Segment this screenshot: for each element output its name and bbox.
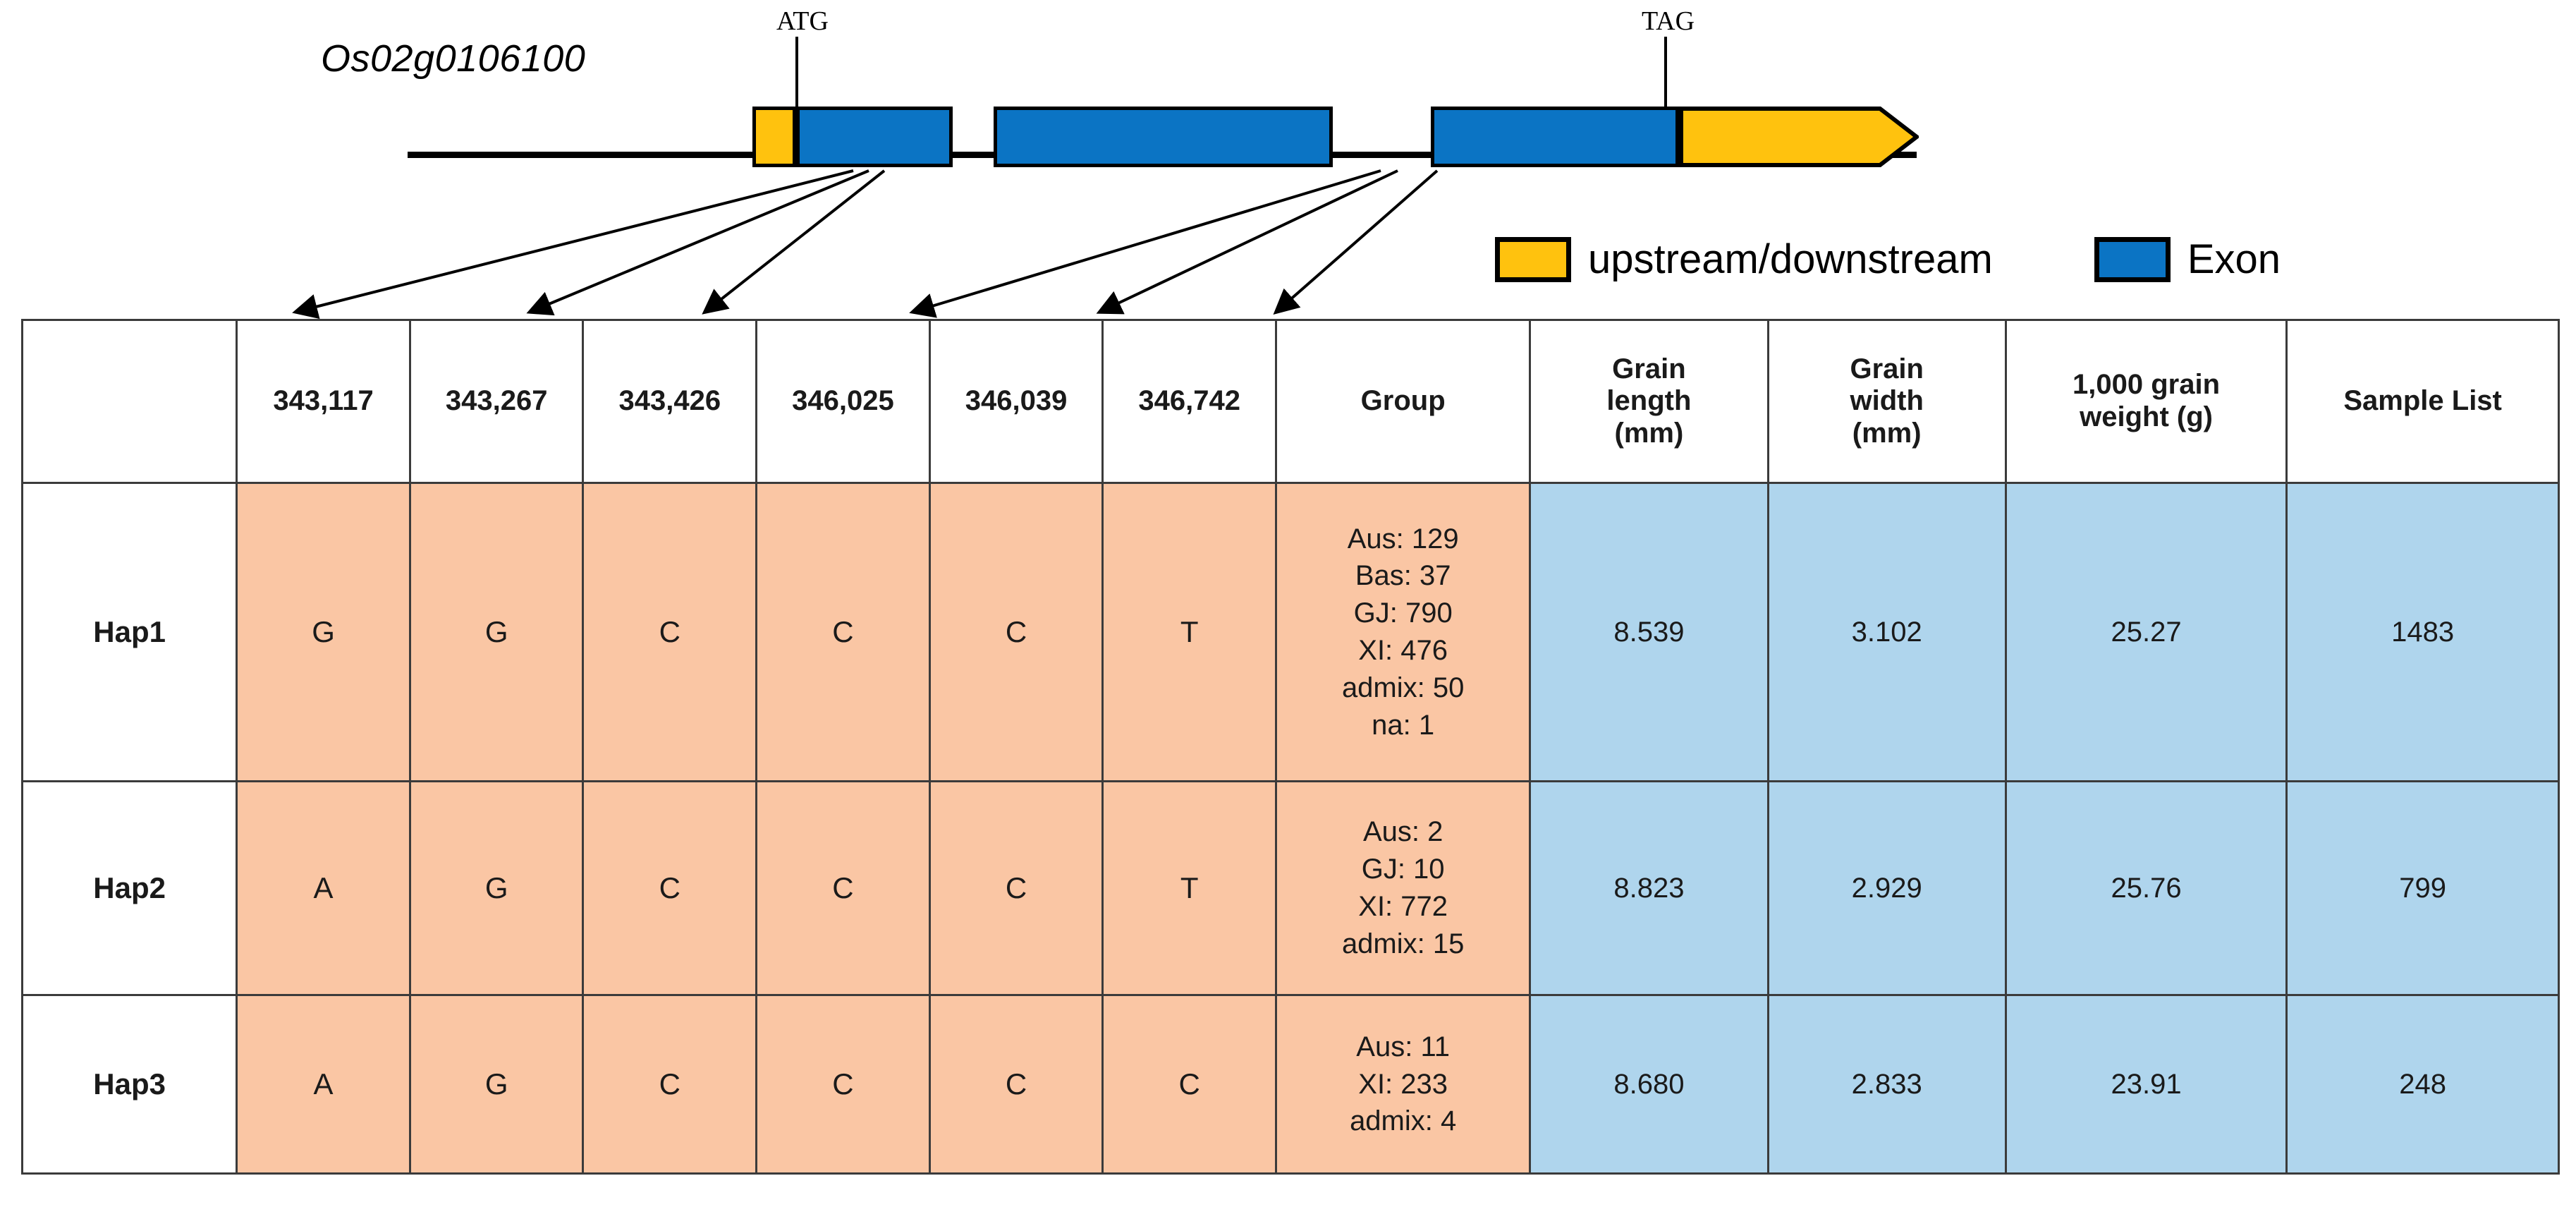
grain-length-cell: 8.539 <box>1529 482 1769 782</box>
hap-label-2: Hap2 <box>20 780 238 996</box>
exon-box-1 <box>796 107 953 167</box>
exon-box-3 <box>1431 107 1679 167</box>
yellow-square-icon <box>1495 237 1571 282</box>
allele-cell: C <box>928 780 1104 996</box>
hap-label-1: Hap1 <box>20 482 238 782</box>
allele-cell: C <box>582 780 758 996</box>
downstream-utr-arrow <box>1679 107 1919 167</box>
allele-cell: C <box>755 482 931 782</box>
upstream-utr-box <box>752 107 796 167</box>
allele-cell: G <box>408 482 585 782</box>
header-position-5: 346,039 <box>928 319 1104 484</box>
legend-label-upstream-downstream: upstream/downstream <box>1588 236 1993 282</box>
legend-label-exon: Exon <box>2187 236 2281 282</box>
allele-cell: G <box>408 780 585 996</box>
stop-codon-tick <box>1664 37 1667 110</box>
grain-weight-cell: 23.91 <box>2004 994 2288 1175</box>
allele-cell: C <box>582 482 758 782</box>
table-row: Hap1 G G C C C T Aus: 129 Bas: 37 GJ: 79… <box>20 482 2560 782</box>
grain-weight-cell: 25.76 <box>2004 780 2288 996</box>
group-counts-cell: Aus: 2 GJ: 10 XI: 772 admix: 15 <box>1275 780 1532 996</box>
table-header-row: 343,117 343,267 343,426 346,025 346,039 … <box>20 319 2560 484</box>
header-grain-weight: 1,000 grain weight (g) <box>2004 319 2288 484</box>
group-counts-cell: Aus: 11 XI: 233 admix: 4 <box>1275 994 1532 1175</box>
grain-width-cell: 2.929 <box>1766 780 2007 996</box>
gene-name-label: Os02g0106100 <box>321 37 586 80</box>
hap-label-3: Hap3 <box>20 994 238 1175</box>
header-sample-list: Sample List <box>2285 319 2560 484</box>
allele-cell: G <box>408 994 585 1175</box>
grain-length-cell: 8.823 <box>1529 780 1769 996</box>
sample-list-cell: 1483 <box>2285 482 2560 782</box>
header-grain-length: Grain length (mm) <box>1529 319 1769 484</box>
allele-cell: C <box>755 994 931 1175</box>
header-position-6: 346,742 <box>1101 319 1278 484</box>
allele-cell: C <box>755 780 931 996</box>
allele-cell: A <box>236 994 411 1175</box>
sample-list-cell: 799 <box>2285 780 2560 996</box>
table-row: Hap2 A G C C C T Aus: 2 GJ: 10 XI: 772 a… <box>20 780 2560 996</box>
allele-cell: C <box>582 994 758 1175</box>
header-position-2: 343,267 <box>408 319 585 484</box>
header-position-4: 346,025 <box>755 319 931 484</box>
allele-cell: T <box>1101 482 1278 782</box>
group-counts-cell: Aus: 129 Bas: 37 GJ: 790 XI: 476 admix: … <box>1275 482 1532 782</box>
stop-codon-label: TAG <box>1642 6 1695 36</box>
header-position-1: 343,117 <box>236 319 411 484</box>
exon-box-2 <box>994 107 1333 167</box>
allele-cell: G <box>236 482 411 782</box>
start-codon-tick <box>795 37 798 110</box>
header-grain-width: Grain width (mm) <box>1766 319 2007 484</box>
header-corner-blank <box>20 319 238 484</box>
start-codon-label: ATG <box>776 6 829 36</box>
allele-cell: A <box>236 780 411 996</box>
sample-list-cell: 248 <box>2285 994 2560 1175</box>
header-group: Group <box>1275 319 1532 484</box>
allele-cell: C <box>928 994 1104 1175</box>
header-position-3: 343,426 <box>582 319 758 484</box>
allele-cell: C <box>928 482 1104 782</box>
allele-cell: C <box>1101 994 1278 1175</box>
haplotype-table: 343,117 343,267 343,426 346,025 346,039 … <box>20 319 2560 1175</box>
grain-length-cell: 8.680 <box>1529 994 1769 1175</box>
allele-cell: T <box>1101 780 1278 996</box>
grain-width-cell: 3.102 <box>1766 482 2007 782</box>
gene-model-panel: Os02g0106100 ATG TAG upstream/downst <box>0 0 2576 319</box>
grain-width-cell: 2.833 <box>1766 994 2007 1175</box>
table-row: Hap3 A G C C C C Aus: 11 XI: 233 admix: … <box>20 994 2560 1175</box>
legend: upstream/downstream Exon <box>1495 237 2281 282</box>
grain-weight-cell: 25.27 <box>2004 482 2288 782</box>
blue-square-icon <box>2094 237 2171 282</box>
